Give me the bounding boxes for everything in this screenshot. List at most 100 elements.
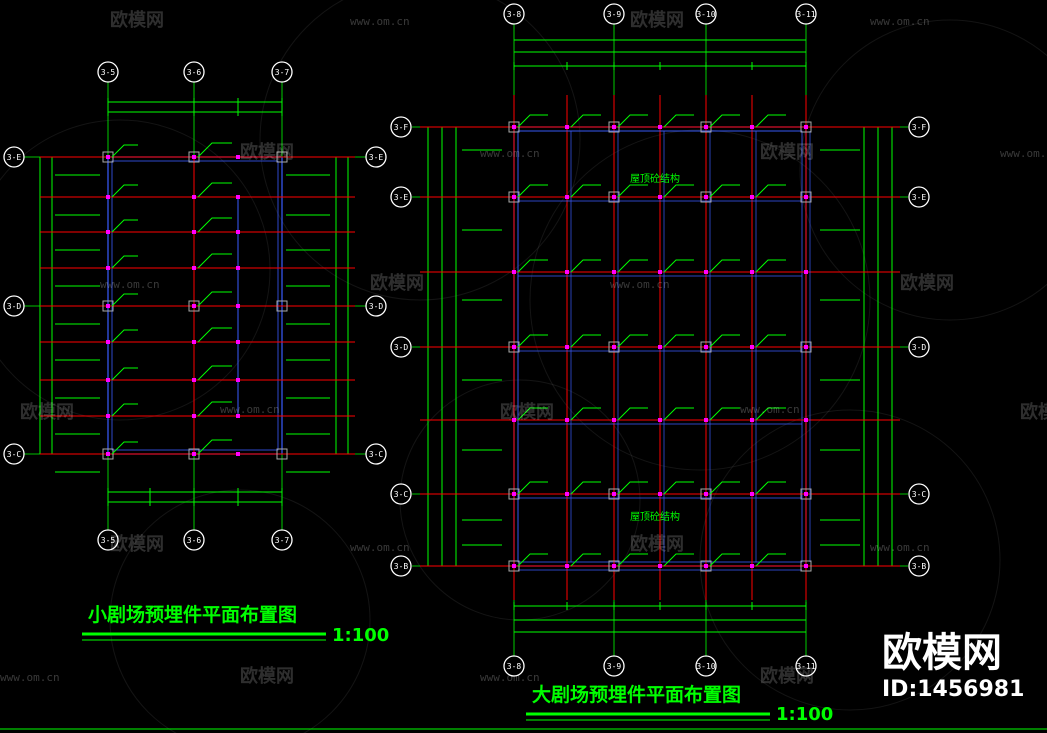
leader-line [663,184,694,198]
embed-marker [750,125,754,129]
column [102,300,114,312]
axis-bubble-circle [603,3,625,25]
embed-marker [658,345,662,349]
axis-bubble-label: 3-C [912,490,927,499]
leader-line [197,291,232,307]
watermark-brand: 欧模网 [760,141,814,163]
leader-line [517,553,548,567]
leader-line [197,401,232,417]
embed-marker [704,270,708,274]
axis-bubble-label: 3-E [369,153,384,162]
axis-bubble-label: 3-9 [607,10,622,19]
embed-marker [565,418,569,422]
axis-bubble-bottom: 3-5 [97,529,119,551]
axis-bubble-circle [795,3,817,25]
axis-bubble-right: 3-D [908,336,930,358]
embed-marker [512,564,516,568]
leader-line [517,114,548,128]
axis-bubble-right: 3-F [908,116,930,138]
leader-line [517,184,548,198]
leader-line [755,184,786,198]
leader-line [755,407,786,421]
large-plan-grid [420,95,900,600]
axis-bubble-label: 3-10 [696,662,715,671]
watermark-brand: 欧模网 [500,401,554,423]
embed-marker [192,414,196,418]
axis-bubble-bottom: 3-6 [183,529,205,551]
axis-bubble-circle [3,443,25,465]
small-plan-scale: 1:100 [332,625,389,646]
axis-bubble-right: 3-C [908,483,930,505]
axis-bubble-bottom: 3-11 [795,655,817,677]
leader-line [755,334,786,348]
embed-marker [704,125,708,129]
axis-bubble-circle [365,295,387,317]
axis-bubble-circle [908,186,930,208]
leader-line [570,553,601,567]
watermark-brand: 欧模网 [630,533,684,555]
watermark-brand: 欧模网 [900,272,954,294]
axis-bubble-circle [3,146,25,168]
large-plan-scale: 1:100 [776,704,833,725]
axis-bubble-left: 3-D [390,336,412,358]
axis-bubble-label: 3-D [394,343,409,352]
leader-line [755,259,786,273]
axis-bubble-circle [908,483,930,505]
leader-line [663,334,694,348]
axis-bubble-label: 3-D [369,302,384,311]
embed-marker [512,345,516,349]
embed-marker [658,492,662,496]
leader-line [197,365,232,381]
watermark-url: www.om.cn [610,278,670,291]
watermark-circle [699,409,1001,711]
leader-line [197,327,232,343]
axis-bubble-top: 3-9 [603,3,625,25]
embed-marker [704,492,708,496]
embed-marker [750,492,754,496]
axis-bubble-right: 3-B [908,555,930,577]
column [508,341,520,353]
embed-marker [750,418,754,422]
watermark-brand: 欧模网 [240,141,294,163]
watermark-url: www.om.cn [0,671,60,684]
axis-bubble-bottom: 3-7 [271,529,293,551]
axis-bubble-right: 3-C [365,443,387,465]
axis-bubble-circle [390,116,412,138]
leader-line [111,367,138,381]
column [700,121,712,133]
axis-bubble-label: 3-D [912,343,927,352]
embed-marker [192,230,196,234]
axis-bubble-label: 3-E [7,153,22,162]
brand-logo: 欧模网 [882,630,1002,676]
column [188,448,200,460]
column [700,488,712,500]
axis-bubble-bottom: 3-10 [695,655,717,677]
axis-bubble-left: 3-C [390,483,412,505]
embed-marker [192,155,196,159]
watermark-url: www.om.cn [1000,147,1047,160]
roof-label-top: 屋顶砼结构 [630,172,680,185]
column [800,488,812,500]
embed-marker [512,270,516,274]
leader-line [663,553,694,567]
embed-marker [750,564,754,568]
axis-bubble-circle [908,116,930,138]
column [508,560,520,572]
embed-marker [565,345,569,349]
embed-marker [750,195,754,199]
embed-marker [106,155,110,159]
axis-bubble-left: 3-F [390,116,412,138]
leader-line [517,334,548,348]
embed-marker [612,418,616,422]
embed-marker [512,492,516,496]
watermark-brand: 欧模网 [760,665,814,687]
embed-marker [804,195,808,199]
watermark-circle [109,489,371,733]
leader-line [570,407,601,421]
embed-marker [192,378,196,382]
embed-marker [565,195,569,199]
embed-marker [804,564,808,568]
column [800,191,812,203]
leader-line [709,481,740,495]
